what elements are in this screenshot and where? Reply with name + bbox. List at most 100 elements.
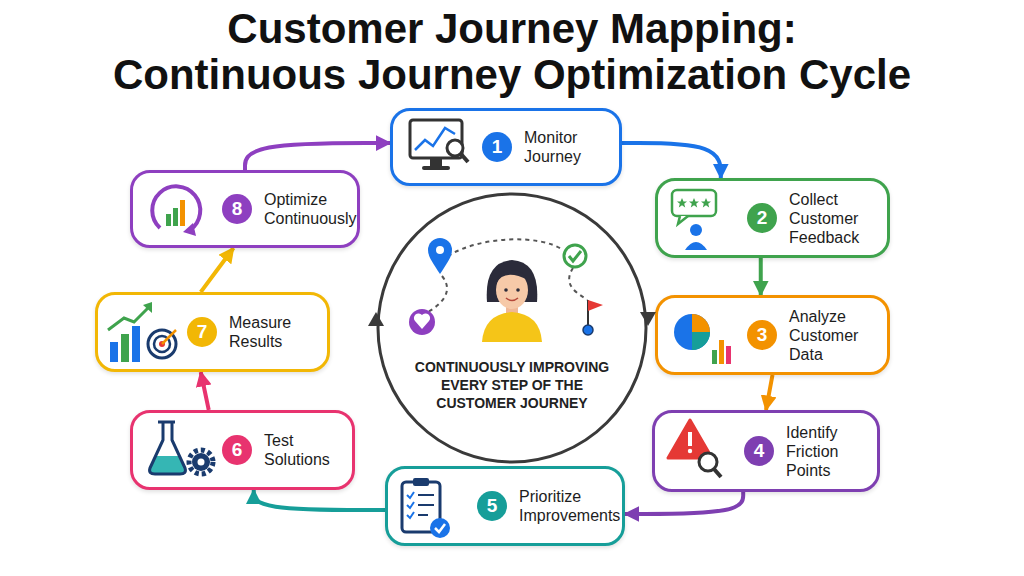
goal-flag	[588, 300, 603, 311]
process-box: 2Collect Customer Feedback	[655, 178, 890, 258]
process-box: 5Prioritize Improvements	[385, 466, 625, 546]
step-number: 5	[477, 491, 507, 521]
process-box: 4Identify Friction Points	[652, 410, 880, 492]
clipboard-icon	[407, 502, 414, 508]
target-icon	[154, 336, 170, 352]
location-pin	[428, 238, 452, 274]
cycle-arrow	[201, 248, 234, 292]
bar-icon	[173, 208, 178, 226]
target-icon	[159, 341, 165, 347]
monitor-icon	[415, 128, 455, 150]
cycle-arrowhead	[368, 312, 384, 326]
hub-caption: CONTINUOUSLY IMPROVING EVERY STEP OF THE…	[410, 358, 615, 412]
diagram-title: Customer Journey Mapping: Continuous Jou…	[109, 6, 915, 98]
hub-outline	[378, 194, 646, 462]
pie-icon	[692, 332, 710, 350]
feedback-icon	[678, 216, 688, 224]
customer-figure	[516, 288, 520, 292]
pie-icon	[692, 314, 710, 332]
check-badge	[430, 518, 450, 538]
cycle-arrow	[622, 143, 721, 178]
rating-star	[677, 198, 687, 208]
step-number: 3	[747, 320, 777, 350]
bar-icon	[110, 342, 118, 362]
cycle-arrow	[759, 258, 763, 295]
process-box: 8Optimize Continuously	[130, 170, 360, 248]
warning-icon	[668, 420, 712, 458]
clipboard-icon	[407, 492, 414, 498]
hub-circle: CONTINUOUSLY IMPROVING EVERY STEP OF THE…	[376, 192, 648, 464]
step-label: Optimize Continuously	[264, 190, 372, 228]
step-label: Analyze Customer Data	[789, 307, 889, 364]
gear-icon	[198, 459, 205, 466]
location-pin	[436, 246, 444, 254]
bar-icon	[121, 334, 129, 362]
monitor-icon	[430, 158, 442, 166]
clipboard-icon	[407, 512, 414, 518]
target-icon	[148, 330, 176, 358]
rating-star	[701, 198, 711, 208]
cycle-arrow	[625, 492, 743, 514]
hub-outline	[376, 192, 648, 464]
process-box: 7Measure Results	[95, 292, 330, 372]
journey-path	[428, 276, 447, 312]
process-box: 6Test Solutions	[130, 410, 355, 490]
journey-path	[569, 268, 587, 300]
warning-icon	[688, 449, 692, 453]
customer-figure	[487, 260, 538, 302]
flask-icon	[150, 422, 186, 474]
warning-icon	[688, 432, 692, 446]
step-label: Measure Results	[229, 313, 337, 351]
step-number: 7	[187, 317, 217, 347]
cycle-arrow	[766, 375, 773, 410]
bar-icon	[166, 214, 171, 226]
cycle-icon	[152, 186, 200, 230]
gear-icon	[189, 450, 213, 474]
cycle-arrowhead	[640, 312, 656, 326]
heart-badge	[414, 313, 430, 329]
monitor-icon	[410, 120, 462, 158]
trend-arrow	[143, 302, 152, 313]
check-badge	[435, 524, 445, 532]
bar-icon	[132, 326, 140, 362]
customer-figure	[504, 288, 508, 292]
customer-figure	[496, 270, 528, 284]
step-number: 2	[747, 203, 777, 233]
customer-figure	[506, 298, 518, 301]
clipboard-icon	[402, 482, 440, 532]
check-badge	[569, 251, 581, 261]
clipboard-icon	[418, 494, 434, 496]
journey-path	[448, 239, 563, 256]
person-icon	[685, 242, 707, 250]
clipboard-icon	[418, 514, 428, 516]
bar-icon	[726, 346, 731, 364]
step-number: 1	[482, 132, 512, 162]
goal-flag	[583, 325, 593, 335]
feedback-icon	[672, 190, 716, 216]
step-number: 6	[222, 435, 252, 465]
process-box: 1Monitor Journey	[390, 108, 622, 186]
cycle-arrow	[201, 372, 209, 410]
magnifier-icon	[699, 453, 717, 471]
cycle-arrow	[245, 143, 390, 170]
customer-figure	[482, 312, 542, 342]
customer-figure	[496, 271, 528, 309]
rating-star	[689, 198, 699, 208]
step-label: Collect Customer Feedback	[789, 190, 897, 247]
magnifier-icon	[461, 154, 468, 162]
bar-icon	[180, 200, 185, 226]
cycle-arrow	[254, 490, 385, 510]
flask-icon	[150, 456, 186, 474]
person-icon	[690, 224, 702, 236]
step-label: Identify Friction Points	[786, 423, 881, 480]
clipboard-icon	[418, 504, 434, 506]
magnifier-icon	[447, 140, 463, 156]
goal-flag	[587, 300, 589, 328]
step-number: 8	[222, 194, 252, 224]
customer-figure	[506, 304, 518, 314]
clipboard-icon	[413, 478, 429, 486]
monitor-icon	[422, 166, 450, 170]
check-badge	[564, 245, 586, 267]
